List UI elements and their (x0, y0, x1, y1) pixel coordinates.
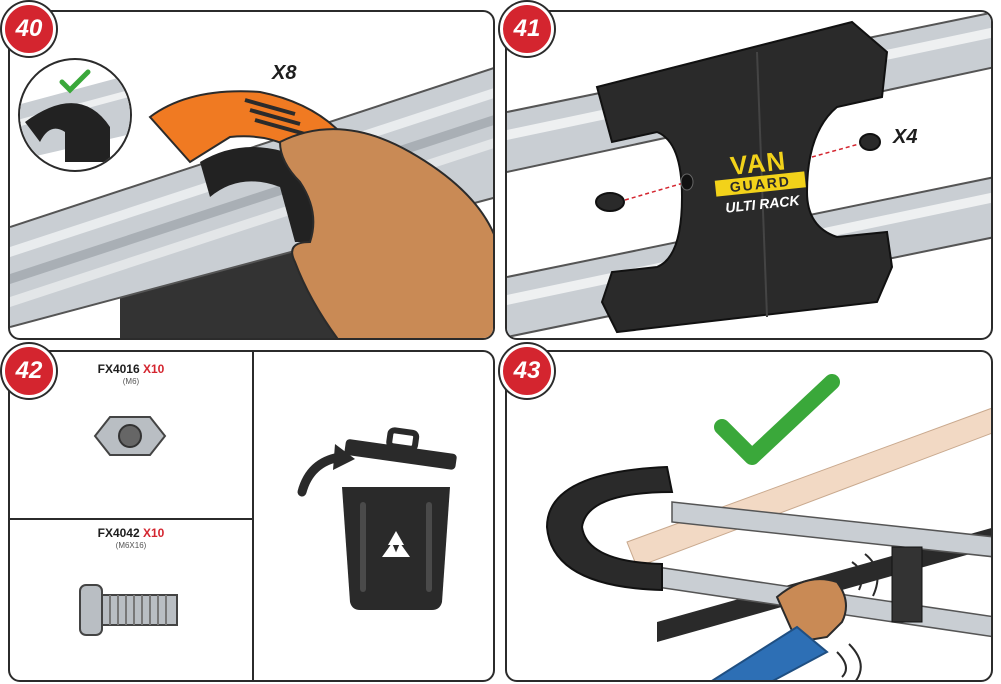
step-42-badge: 42 (2, 344, 56, 398)
part-fx4016: FX4016 X10 (M6) (10, 352, 252, 520)
hand (775, 578, 847, 644)
carriage-bolt-icon (79, 584, 178, 636)
part-code: FX4016 (97, 362, 140, 376)
part-code-line: FX4016 X10 (10, 362, 252, 376)
step-43-illustration (545, 374, 991, 680)
hex-nut-icon (93, 416, 167, 456)
part-code: FX4042 (97, 526, 140, 540)
parts-column: FX4016 X10 (M6) FX4042 X10 (M6X16) (10, 352, 254, 680)
check-icon (59, 69, 91, 94)
step-41-badge: 41 (500, 2, 554, 56)
step-41-panel: VAN GUARD ULTI RACK (505, 10, 993, 340)
end-cap (545, 465, 674, 592)
part-fx4042: FX4042 X10 (M6X16) (10, 520, 252, 680)
step-41-quantity: X4 (893, 126, 918, 148)
plug-right (859, 133, 881, 151)
step-40-quantity: X8 (272, 62, 297, 84)
recycle-bin-icon (297, 427, 457, 610)
arm-sleeve (711, 625, 829, 680)
part-qty: X10 (143, 526, 165, 540)
part-size: (M6X16) (115, 541, 147, 550)
plug-left (595, 192, 625, 212)
hand (278, 128, 493, 338)
vanguard-logo: VAN GUARD ULTI RACK (712, 145, 808, 216)
step-40-badge: 40 (2, 2, 56, 56)
step-43-panel (505, 350, 993, 682)
step-40-panel (8, 10, 495, 340)
step-43-badge: 43 (500, 344, 554, 398)
step-40-illustration (10, 58, 493, 338)
part-size: (M6) (122, 377, 140, 386)
step-42-panel: FX4016 X10 (M6) FX4042 X10 (M6X16) (8, 350, 495, 682)
check-icon (714, 374, 840, 465)
part-code-line: FX4042 X10 (10, 526, 252, 540)
part-qty: X10 (143, 362, 165, 376)
